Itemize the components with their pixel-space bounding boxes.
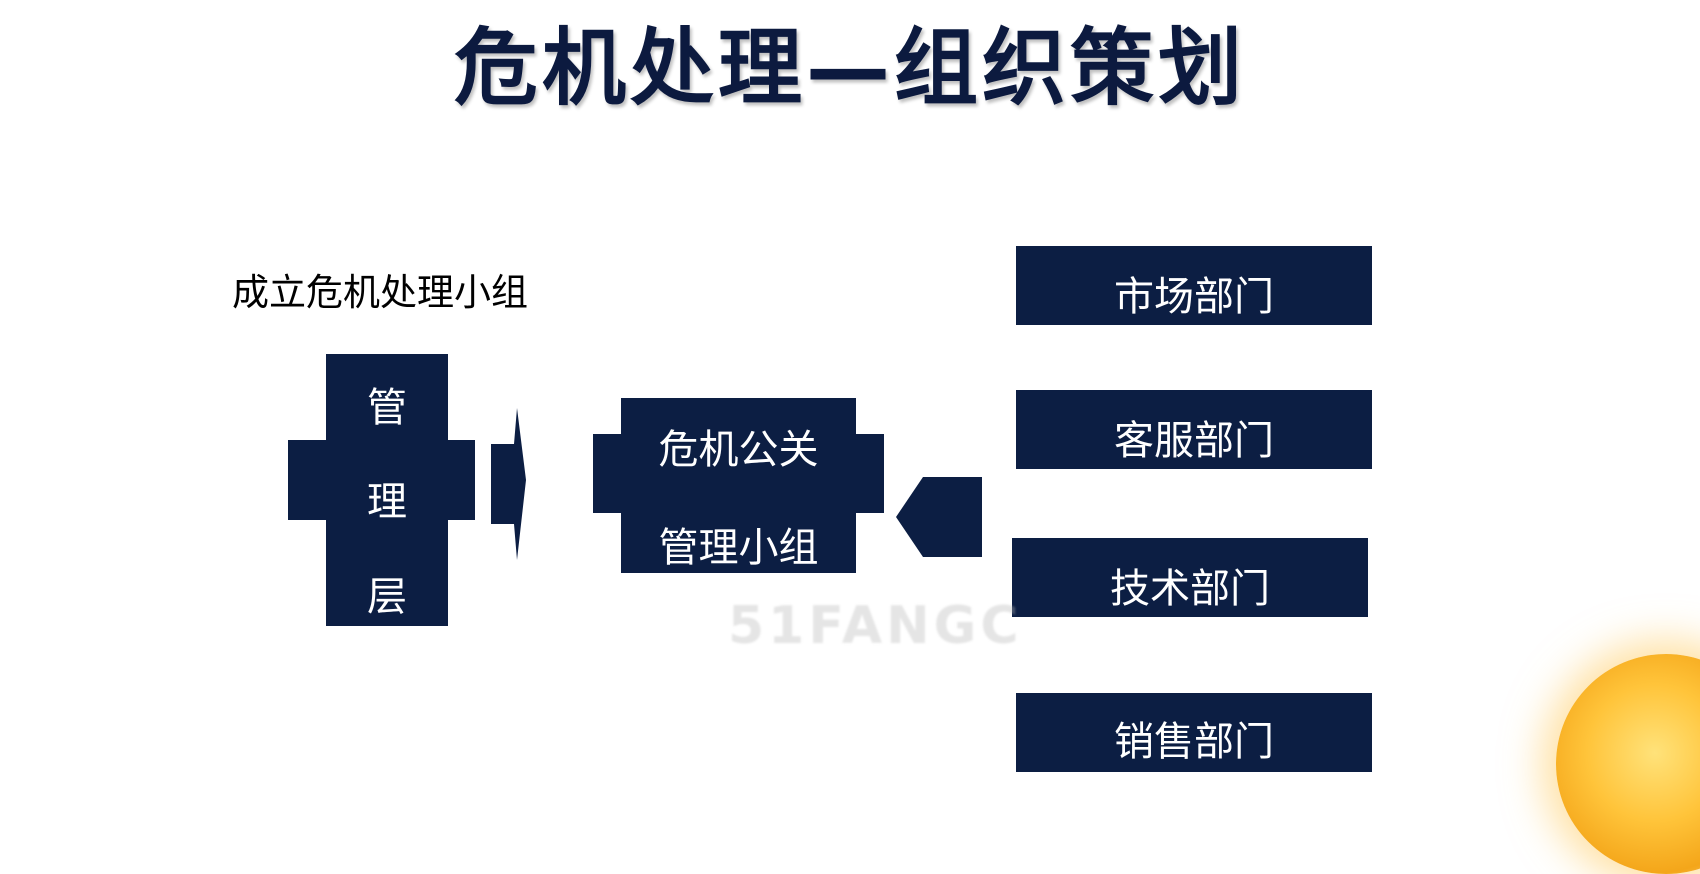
dept-label-customer-service: 客服部门 <box>1016 416 1372 466</box>
arrow-left-connector <box>896 477 982 557</box>
dept-label-technology: 技术部门 <box>1012 564 1368 614</box>
dept-box-sales: 销售部门 <box>1016 693 1372 772</box>
dept-label-market: 市场部门 <box>1016 272 1372 322</box>
center-label-line1: 危机公关 <box>593 425 884 475</box>
dept-label-sales: 销售部门 <box>1016 717 1372 767</box>
watermark-text: 51FANGC <box>728 596 1023 656</box>
dept-box-customer-service: 客服部门 <box>1016 390 1372 469</box>
center-label-line2: 管理小组 <box>593 523 884 573</box>
dept-box-technology: 技术部门 <box>1012 538 1368 617</box>
dept-box-market: 市场部门 <box>1016 246 1372 325</box>
arrow-right-connector <box>491 408 526 560</box>
